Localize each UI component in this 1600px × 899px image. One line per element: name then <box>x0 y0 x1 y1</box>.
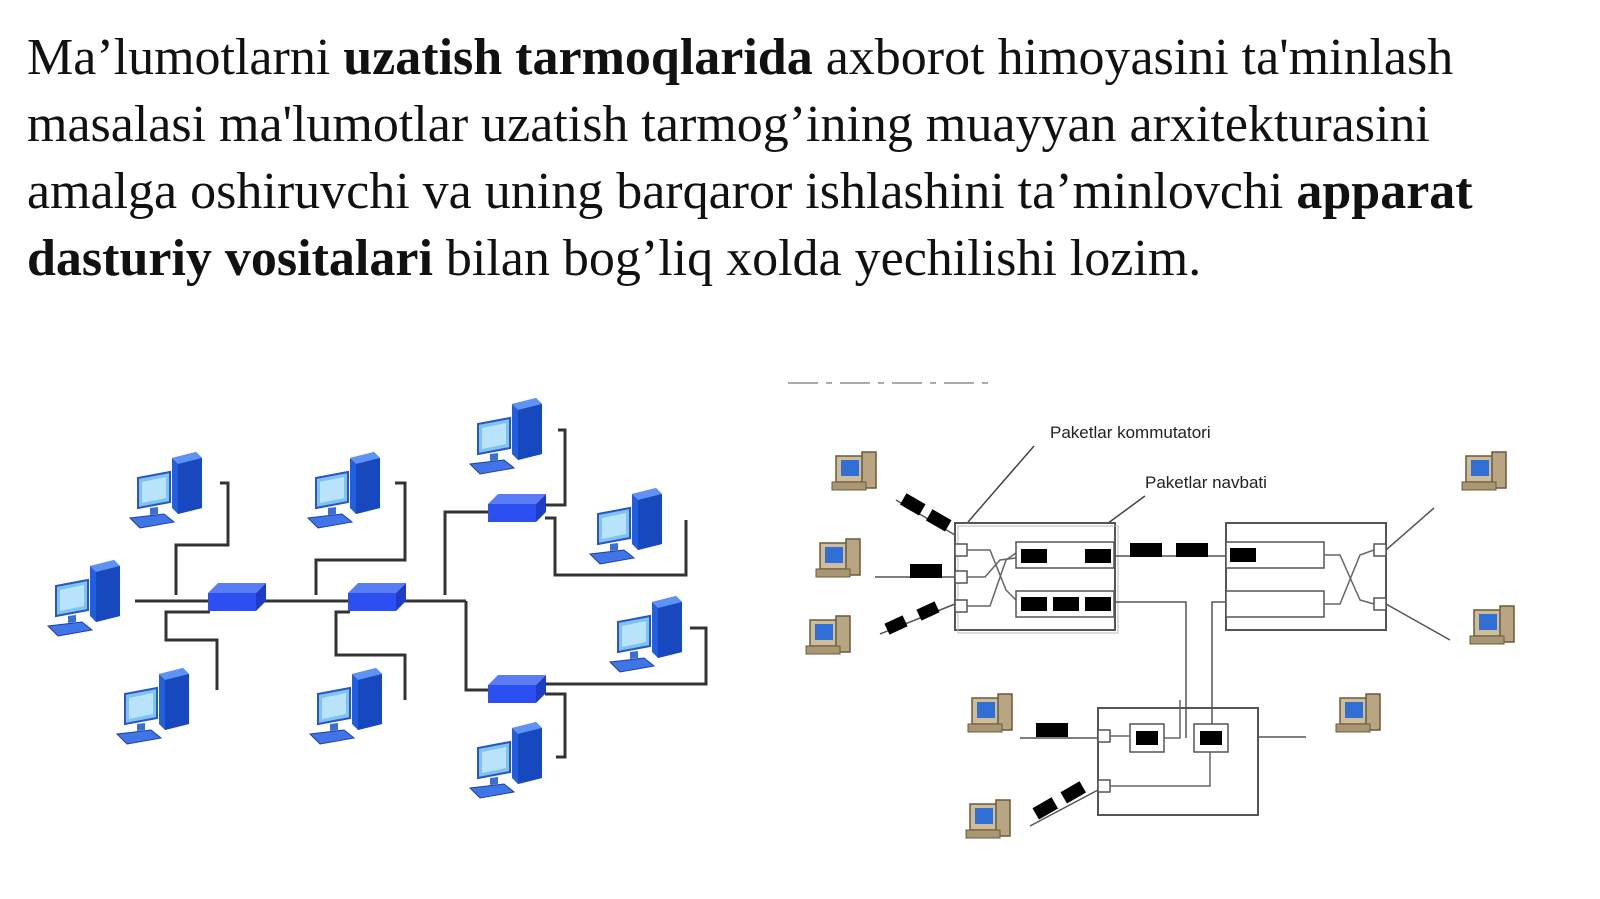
computer-icon <box>589 487 663 565</box>
computer-icon <box>116 667 190 745</box>
right-network-diagram: Paketlar kommutatori Paketlar navbati <box>788 382 1515 839</box>
packet <box>1176 543 1208 557</box>
computer-icon <box>609 595 683 673</box>
computer-icon <box>1335 693 1381 733</box>
slide-paragraph: Ma’lumotlarni uzatish tarmoqlarida axbor… <box>27 24 1547 292</box>
packet <box>910 564 942 578</box>
computer-icon <box>129 451 203 529</box>
paragraph-text-1: Ma’lumotlarni <box>27 29 344 86</box>
paragraph-text-3: bilan bog’liq xolda yechilishi lozim. <box>432 230 1202 287</box>
packet-stream <box>879 601 956 635</box>
computer-icon <box>831 451 877 491</box>
paragraph-bold-2: apparat dasturiy vositalari <box>27 163 1473 287</box>
label-packet-switch: Paketlar kommutatori <box>1050 423 1211 442</box>
packet <box>1130 543 1162 557</box>
computer-icon <box>965 799 1011 839</box>
computer-icon <box>47 559 121 637</box>
packet-switch-b <box>1225 522 1387 631</box>
switch-icon <box>488 675 546 703</box>
packet-switch-c <box>1097 700 1259 816</box>
computer-icon <box>469 397 543 475</box>
packet-switch-a <box>954 522 1119 634</box>
packet-stream <box>895 493 956 536</box>
computer-icon <box>1469 605 1515 645</box>
paragraph-text-2: axborot himoyasini ta'minlash masalasi m… <box>27 29 1454 220</box>
computer-icon <box>815 538 861 578</box>
switch-icon <box>208 583 266 611</box>
left-network-links <box>135 428 708 759</box>
packet <box>1036 723 1068 737</box>
computer-icon <box>307 451 381 529</box>
computer-icon <box>967 693 1013 733</box>
computer-icon <box>805 615 851 655</box>
packet-stream <box>1032 781 1087 820</box>
computer-icon <box>309 667 383 745</box>
label-packet-queue: Paketlar navbati <box>1145 473 1267 492</box>
computer-icon <box>469 721 543 799</box>
paragraph-bold-1: uzatish tarmoqlarida <box>343 29 813 86</box>
switch-icon <box>488 494 546 522</box>
computer-icon <box>1461 451 1507 491</box>
left-network-diagram <box>47 397 708 799</box>
switch-icon <box>348 583 406 611</box>
